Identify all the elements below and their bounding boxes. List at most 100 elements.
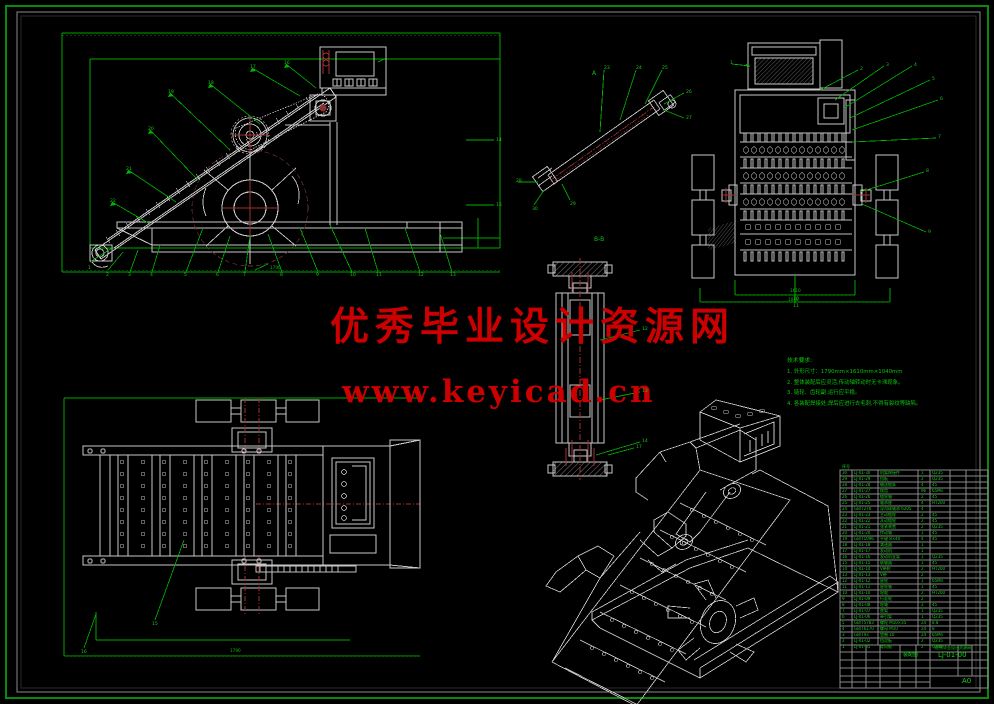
bom-cell: 30 bbox=[842, 471, 848, 475]
balloon-number: 15 bbox=[496, 203, 502, 208]
bom-cell: LJ-01-01 bbox=[854, 645, 871, 649]
bom-cell: 2 bbox=[921, 645, 924, 649]
bom-cell: 45 bbox=[932, 495, 938, 499]
dimension-text: 1790 bbox=[270, 265, 281, 270]
bom-cell: 12 bbox=[842, 579, 848, 583]
bom-cell: 轮轴 bbox=[880, 603, 888, 607]
bom-cell: LJ-01-17 bbox=[854, 549, 871, 553]
bom-cell: 4 bbox=[921, 507, 924, 511]
title-block-part-name: 装配图 bbox=[903, 652, 919, 658]
balloon-number: 17 bbox=[636, 445, 642, 450]
bom-cell: LJ-01-09 bbox=[854, 597, 871, 601]
technical-note-item: 4. 各装配焊接处,焊后应进行去毛刺,不得有裂纹等缺陷。 bbox=[787, 400, 922, 407]
bom-cell: 垫圈 10 bbox=[880, 633, 895, 637]
balloon-number: 3 bbox=[886, 63, 889, 68]
bom-cell: 1 bbox=[921, 543, 924, 547]
balloon-number: 1 bbox=[88, 266, 91, 271]
balloon-number: 2 bbox=[860, 67, 863, 72]
view-label-section: B-B bbox=[594, 236, 605, 243]
bom-cell: LJ-01-30 bbox=[854, 471, 871, 475]
bom-cell: LJ-01-08 bbox=[854, 603, 871, 607]
bom-cell: GB/T1096 bbox=[854, 537, 874, 541]
bom-cell: V带轮 bbox=[880, 567, 891, 571]
bom-cell: 6 bbox=[842, 615, 845, 619]
bom-cell: Q235 bbox=[932, 609, 943, 613]
balloon-number: 11 bbox=[376, 273, 382, 278]
bom-cell: 1 bbox=[921, 549, 924, 553]
tine-row bbox=[740, 132, 852, 262]
balloon-number: 13 bbox=[642, 389, 648, 394]
bom-cell: 轮毂 bbox=[880, 591, 888, 595]
bom-cell: 机架焊接件 bbox=[880, 471, 900, 475]
bom-cell: 20 bbox=[842, 531, 848, 535]
bom-cell: 1 bbox=[842, 645, 845, 649]
bom-cell: 导向板 bbox=[880, 645, 892, 649]
bom-cell: 4 bbox=[921, 501, 924, 505]
bom-cell: Q235 bbox=[932, 525, 943, 529]
bom-cell: 8.8 bbox=[932, 621, 939, 625]
bom-cell: 深沟球轴承 6205 bbox=[880, 507, 912, 511]
bom-cell: 24 bbox=[921, 627, 927, 631]
bom-cell: 45 bbox=[932, 513, 938, 517]
bom-cell: 19 bbox=[842, 537, 848, 541]
dimension-text: 1040 bbox=[788, 297, 799, 302]
bom-cell: LJ-01-16 bbox=[854, 555, 871, 559]
bom-cell: LJ-01-21 bbox=[854, 525, 871, 529]
bom-cell: LJ-01-12 bbox=[854, 579, 871, 583]
bom-cell: 28 bbox=[842, 483, 848, 487]
bom-cell: 链轮轴 bbox=[880, 495, 892, 499]
bom-cell: 13 bbox=[842, 573, 848, 577]
bom-cell: 从动链轮 bbox=[880, 519, 896, 523]
balloon-number: 23 bbox=[604, 66, 610, 71]
bom-cell: 45 bbox=[932, 531, 938, 535]
view-plan bbox=[63, 397, 421, 657]
bom-cell: 1 bbox=[921, 531, 924, 535]
bom-cell: 星轮轴 bbox=[880, 585, 892, 589]
bom-cell: 21 bbox=[842, 525, 848, 529]
bom-cell: 2 bbox=[921, 639, 924, 643]
bom-cell: 7 bbox=[842, 609, 845, 613]
technical-notes-block: 技术要求: 1. 外形尺寸：1790mm×1610mm×1040mm 2. 整体… bbox=[787, 356, 987, 409]
technical-note-item: 3. 链轮、齿轮副,运行应平稳。 bbox=[787, 390, 861, 397]
bom-cell: 11 bbox=[842, 585, 848, 589]
view-section-detail bbox=[547, 258, 641, 480]
view-main-elevation bbox=[61, 32, 501, 273]
bom-cell: 2 bbox=[921, 573, 924, 577]
bom-cell: Q235 bbox=[932, 639, 943, 643]
bom-cell: LJ-01-15 bbox=[854, 561, 871, 565]
bom-cell: 联轴器 bbox=[880, 561, 892, 565]
bom-cell: 张紧装置 bbox=[880, 525, 896, 529]
balloon-number: 10 bbox=[350, 273, 356, 278]
wheel-right bbox=[875, 154, 899, 279]
bom-cell: 26 bbox=[842, 495, 848, 499]
balloon-number: 9 bbox=[928, 230, 931, 235]
balloon-number: 17 bbox=[250, 65, 256, 70]
bom-cell: 2 bbox=[921, 591, 924, 595]
bom-cell: 1 bbox=[921, 585, 924, 589]
bom-cell: 减速器 bbox=[880, 543, 892, 547]
bom-cell: 29 bbox=[842, 477, 848, 481]
wheel-plan-bottom bbox=[195, 587, 320, 611]
bom-cell: 1 bbox=[921, 615, 924, 619]
bom-cell: Q235 bbox=[932, 615, 943, 619]
bom-cell: LJ-01-14 bbox=[854, 567, 871, 571]
balloon-number: 24 bbox=[636, 66, 642, 71]
balloon-number: 2 bbox=[106, 273, 109, 278]
bom-cell: 2 bbox=[921, 513, 924, 517]
balloon-number: 8 bbox=[280, 273, 283, 278]
bom-cell: 96 bbox=[921, 489, 927, 493]
bom-cell: LJ-01-29 bbox=[854, 477, 871, 481]
bom-cell: GB/T6170 bbox=[854, 627, 874, 631]
balloon-number: 16 bbox=[284, 61, 290, 66]
bom-cell: 发动机 bbox=[880, 549, 892, 553]
view-front bbox=[691, 39, 939, 303]
balloon-number: 20 bbox=[148, 127, 154, 132]
bom-cell: 45 bbox=[932, 585, 938, 589]
bom-cell: LJ-01-06 bbox=[854, 615, 871, 619]
bom-cell: 65Mn bbox=[932, 579, 944, 583]
bom-cell: 2 bbox=[921, 603, 924, 607]
bom-cell: 24 bbox=[842, 507, 848, 511]
bom-cell: 2 bbox=[921, 597, 924, 601]
balloon-number: 11 bbox=[793, 304, 799, 309]
bom-cell: 10 bbox=[842, 591, 848, 595]
